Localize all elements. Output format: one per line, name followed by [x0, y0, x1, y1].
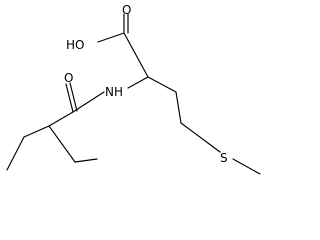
carboxyl-hydroxyl-label: HO: [66, 38, 84, 52]
carboxyl-oxygen-label: O: [122, 3, 131, 17]
alpha-nitrogen-bond: [127, 76, 149, 89]
left-ethyl-terminal-bond: [6, 136, 25, 171]
sulfur-methyl-bond: [232, 158, 261, 175]
chemical-structure-canvas: HO O O NH S: [6, 3, 261, 175]
bond-layer: [6, 13, 261, 175]
right-ethyl-terminal-bond: [74, 158, 98, 163]
amide-oxygen-label: O: [64, 71, 73, 85]
side-chain-methylene-bond: [175, 91, 182, 124]
methylene-sulfur-bond: [180, 122, 221, 153]
amide-carbonyl-double-bond-b: [69, 82, 78, 112]
carboxyl-hydroxyl-bond: [97, 32, 125, 43]
branch-left-ethyl-bond: [23, 125, 50, 138]
molecule-structure: HO O O NH S: [6, 3, 261, 175]
amide-carbonyl-double-bond-a: [65, 83, 74, 113]
branch-right-ethyl-bond: [48, 125, 76, 163]
amide-nitrogen-label: NH: [105, 85, 123, 99]
atom-label-layer: HO O O NH S: [64, 3, 228, 165]
alpha-side-chain-bond: [147, 76, 177, 93]
carboxyl-alpha-bond: [123, 32, 149, 78]
carbonyl-branch-bond: [48, 111, 74, 127]
thioether-sulfur-label: S: [220, 151, 228, 165]
nitrogen-carbonyl-bond: [72, 91, 105, 113]
